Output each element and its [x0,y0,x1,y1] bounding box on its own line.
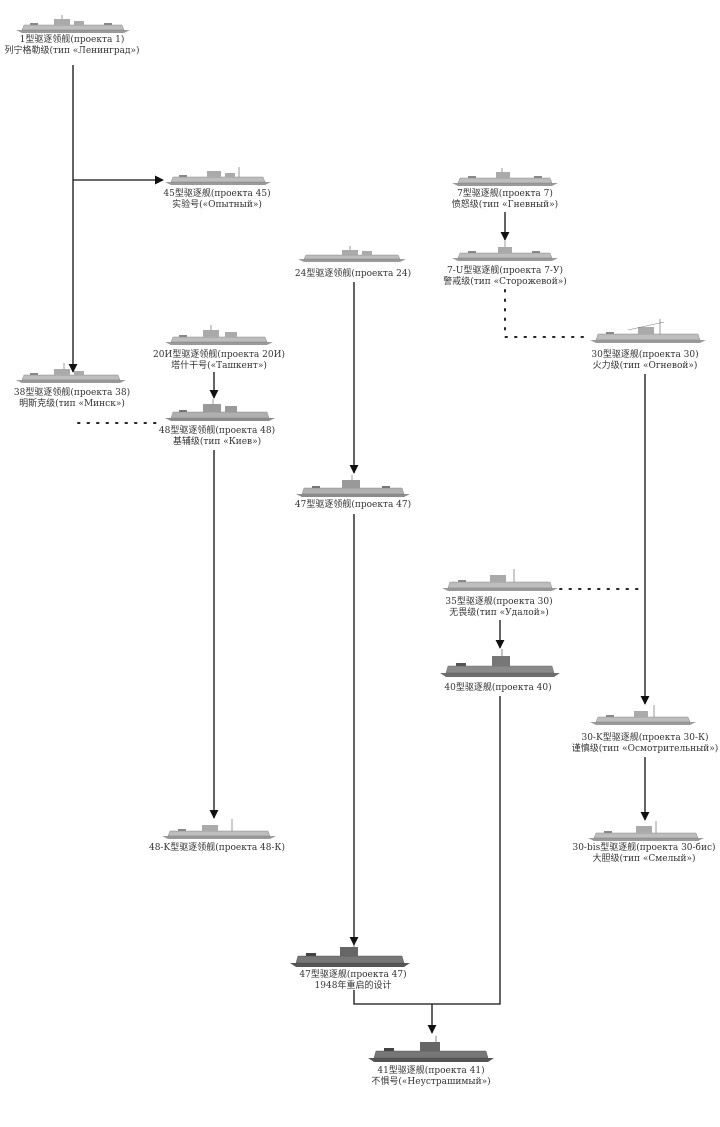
ship-silhouette-p7 [452,168,558,186]
node-label-line1: 24型驱逐领舰(проекта 24) [294,269,412,279]
node-label-p1: 1型驱逐领舰(проекта 1)列宁格勒级(тип «Ленинград») [4,35,139,57]
node-label-line2: 塔什干号(«Ташкент») [171,361,267,371]
node-label-p7u: 7-U型驱逐舰(проекта 7-У)警戒级(тип «Сторожевой»… [443,266,566,288]
node-label-line1: 48型驱逐领舰(проекта 48) [158,426,276,436]
ship-silhouette-p48 [165,399,275,421]
ship-silhouette-p1 [16,15,130,33]
node-label-line1: 45型驱逐舰(проекта 45) [163,189,271,199]
node-label-p47b: 47型驱逐舰(проекта 47)1948年重启的设计 [299,970,406,992]
ship-silhouette-p35 [442,569,558,591]
ship-silhouette-p30 [590,319,706,343]
ship-silhouette-p7u [452,241,558,261]
node-label-p40: 40型驱逐舰(проекта 40) [444,683,551,694]
node-label-line1: 20И型驱逐领舰(проекта 20И) [153,350,285,360]
node-label-line1: 48-K型驱逐领舰(проекта 48-К) [148,843,286,853]
node-label-line1: 41型驱逐舰(проекта 41) [377,1066,485,1076]
arrow-p40-to-p41 [432,696,501,1005]
dotted-p7u-p30 [504,289,591,338]
node-label-line1: 35型驱逐舰(проекта 30) [445,597,553,607]
node-label-p47: 47型驱逐领舰(проекта 47) [295,500,411,511]
ship-silhouette-p47b [290,941,410,967]
ship-silhouette-p30bis [588,821,704,841]
node-label-line2: 不惧号(«Неустрашимый») [371,1077,491,1087]
node-label-p30: 30型驱逐舰(проекта 30)火力级(тип «Огневой») [591,350,698,372]
node-label-p35: 35型驱逐舰(проекта 30)无畏级(тип «Удалой») [445,597,552,619]
node-label-line1: 1型驱逐领舰(проекта 1) [19,35,125,45]
node-label-p45: 45型驱逐舰(проекта 45)实验号(«Опытный») [163,189,270,211]
node-label-p24: 24型驱逐领舰(проекта 24) [295,269,411,280]
ship-silhouette-p38 [16,363,126,383]
node-label-line2: 基辅级(тип «Киев») [172,437,262,447]
node-label-p38: 38型驱逐领舰(проекта 38)明斯克级(тип «Минск») [14,388,130,410]
node-label-line2: 谨慎级(тип «Осмотрительный») [571,744,719,754]
ship-silhouette-p24 [298,246,406,262]
node-label-line2: 警戒级(тип «Сторожевой») [443,277,567,287]
node-label-line1: 7型驱逐舰(проекта 7) [457,189,553,199]
node-label-line1: 40型驱逐舰(проекта 40) [444,683,552,693]
node-label-line2: 大胆级(тип «Смелый») [592,854,696,864]
node-label-p7: 7型驱逐舰(проекта 7)愤怒级(тип «Гневный») [452,189,558,211]
ship-silhouette-p48k [162,819,276,839]
node-label-line2: 愤怒级(тип «Гневный») [451,200,559,210]
ship-silhouette-p45 [165,167,271,185]
ship-silhouette-p47 [296,475,410,497]
node-label-p41: 41型驱逐舰(проекта 41)不惧号(«Неустрашимый») [371,1066,490,1088]
node-label-p48: 48型驱逐领舰(проекта 48)基辅级(тип «Киев») [159,426,275,448]
node-label-p20i: 20И型驱逐领舰(проекта 20И)塔什干号(«Ташкент») [153,350,285,372]
node-label-line1: 38型驱逐领舰(проекта 38) [13,388,131,398]
ship-silhouette-p20i [165,325,273,345]
node-label-p30k: 30-K型驱逐舰(проекта 30-К)谨慎级(тип «Осмотрите… [572,733,719,755]
node-label-line2: 1948年重启的设计 [314,981,392,991]
node-label-line2: 火力级(тип «Огневой») [592,361,698,371]
node-label-line2: 列宁格勒级(тип «Ленинград») [4,46,140,56]
arrow-p47b-to-p41 [353,990,432,1005]
ship-silhouette-p30k [590,705,696,725]
node-label-line1: 30型驱逐舰(проекта 30) [591,350,699,360]
node-label-line2: 实验号(«Опытный») [172,200,262,210]
node-label-line1: 47型驱逐舰(проекта 47) [299,970,407,980]
node-label-line2: 明斯克级(тип «Минск») [19,399,125,409]
node-label-line1: 30-bis型驱逐舰(проекта 30-бис) [572,843,716,853]
node-label-p30bis: 30-bis型驱逐舰(проекта 30-бис)大胆级(тип «Смелы… [572,843,715,865]
ship-silhouette-p40 [440,649,560,677]
node-label-line2: 无畏级(тип «Удалой») [449,608,549,618]
node-label-p48k: 48-K型驱逐领舰(проекта 48-К) [149,843,285,854]
ship-silhouette-p41 [368,1036,494,1062]
node-label-line1: 47型驱逐领舰(проекта 47) [294,500,412,510]
node-label-line1: 7-U型驱逐舰(проекта 7-У) [447,266,563,276]
node-label-line1: 30-K型驱逐舰(проекта 30-К) [581,733,709,743]
